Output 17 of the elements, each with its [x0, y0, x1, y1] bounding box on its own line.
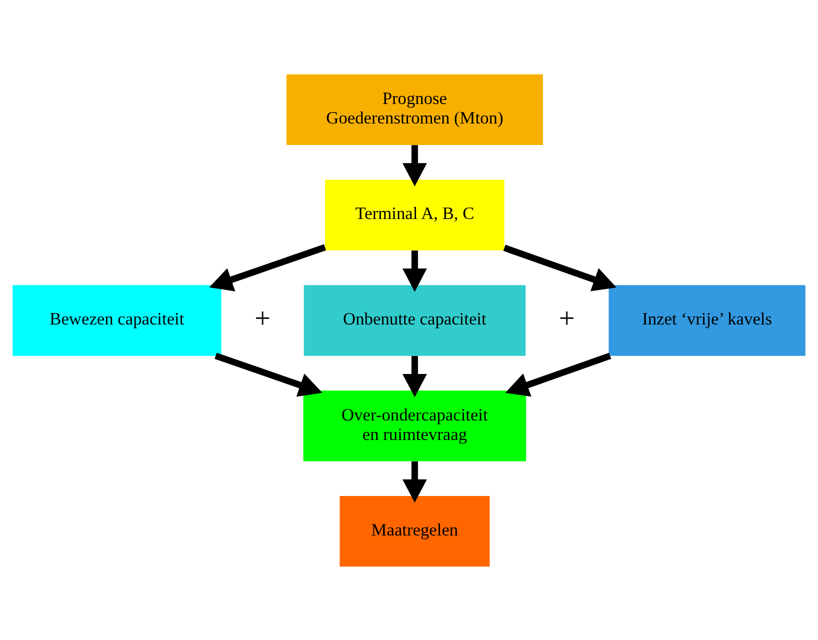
label: +	[558, 302, 575, 334]
node-box: Inzet ‘vrije’ kavels	[608, 284, 806, 356]
arrow	[214, 352, 322, 396]
arrow	[402, 144, 427, 186]
node-box: Bewezen capaciteit	[12, 284, 222, 356]
arrow	[402, 460, 427, 502]
arrow	[503, 244, 616, 291]
node-box: Maatregelen	[340, 496, 490, 566]
node-box: Prognose Goederenstromen (Mton)	[286, 74, 543, 144]
arrow	[505, 352, 612, 396]
arrow	[402, 355, 427, 397]
node-box: Onbenutte capaciteit	[304, 284, 526, 356]
arrow	[402, 250, 427, 292]
node-box: Terminal A, B, C	[325, 179, 504, 250]
arrow	[209, 244, 326, 291]
label: +	[254, 302, 271, 334]
node-box: Over-ondercapaciteit en ruimtevraag	[303, 390, 526, 461]
